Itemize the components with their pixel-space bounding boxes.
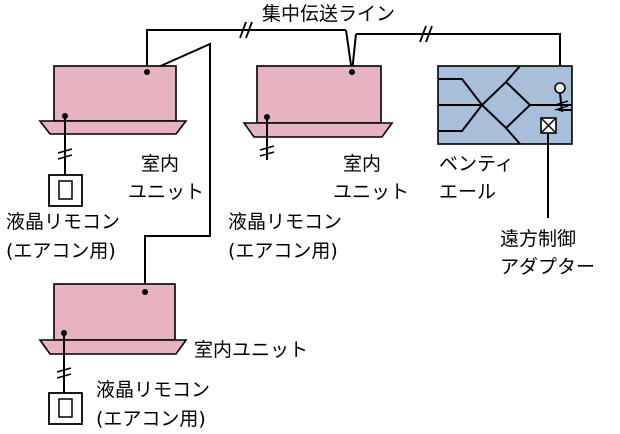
remote-adapter-label-line2: アダプター bbox=[500, 256, 595, 278]
indoor-unit-2 bbox=[242, 65, 394, 160]
indoor-unit-1 bbox=[38, 65, 188, 175]
connector-icon bbox=[554, 82, 569, 113]
remote-1-label-line1: 液晶リモコン bbox=[6, 211, 120, 233]
remote-controller-1 bbox=[48, 174, 83, 207]
remote-controller-3 bbox=[48, 392, 83, 425]
indoor-unit-1-label-line1: 室内 bbox=[141, 153, 179, 175]
remote-3-label-line2: (エアコン用) bbox=[96, 408, 206, 430]
remote-3-label-line1: 液晶リモコン bbox=[96, 379, 210, 401]
title: 集中伝送ライン bbox=[262, 3, 395, 25]
indoor-unit-1-label-line2: ユニット bbox=[128, 181, 204, 203]
ventilation-label-line2: エール bbox=[439, 181, 496, 203]
remote-1-label-line2: (エアコン用) bbox=[6, 240, 116, 262]
remote-2-label-line1: 液晶リモコン bbox=[228, 211, 342, 233]
indoor-unit-3-label: 室内ユニット bbox=[194, 339, 308, 361]
indoor-unit-2-label-line1: 室内 bbox=[343, 153, 381, 175]
remote-adapter-label-line1: 遠方制御 bbox=[500, 228, 576, 250]
remote-2-label-line2: (エアコン用) bbox=[228, 240, 338, 262]
indoor-unit-2-label-line2: ユニット bbox=[333, 181, 409, 203]
line-break-icon bbox=[239, 21, 433, 43]
remote-adapter-icon bbox=[540, 117, 557, 218]
indoor-unit-3 bbox=[38, 283, 188, 393]
ventilation-unit bbox=[437, 65, 573, 145]
ventilation-label-line1: ベンティ bbox=[439, 153, 514, 175]
